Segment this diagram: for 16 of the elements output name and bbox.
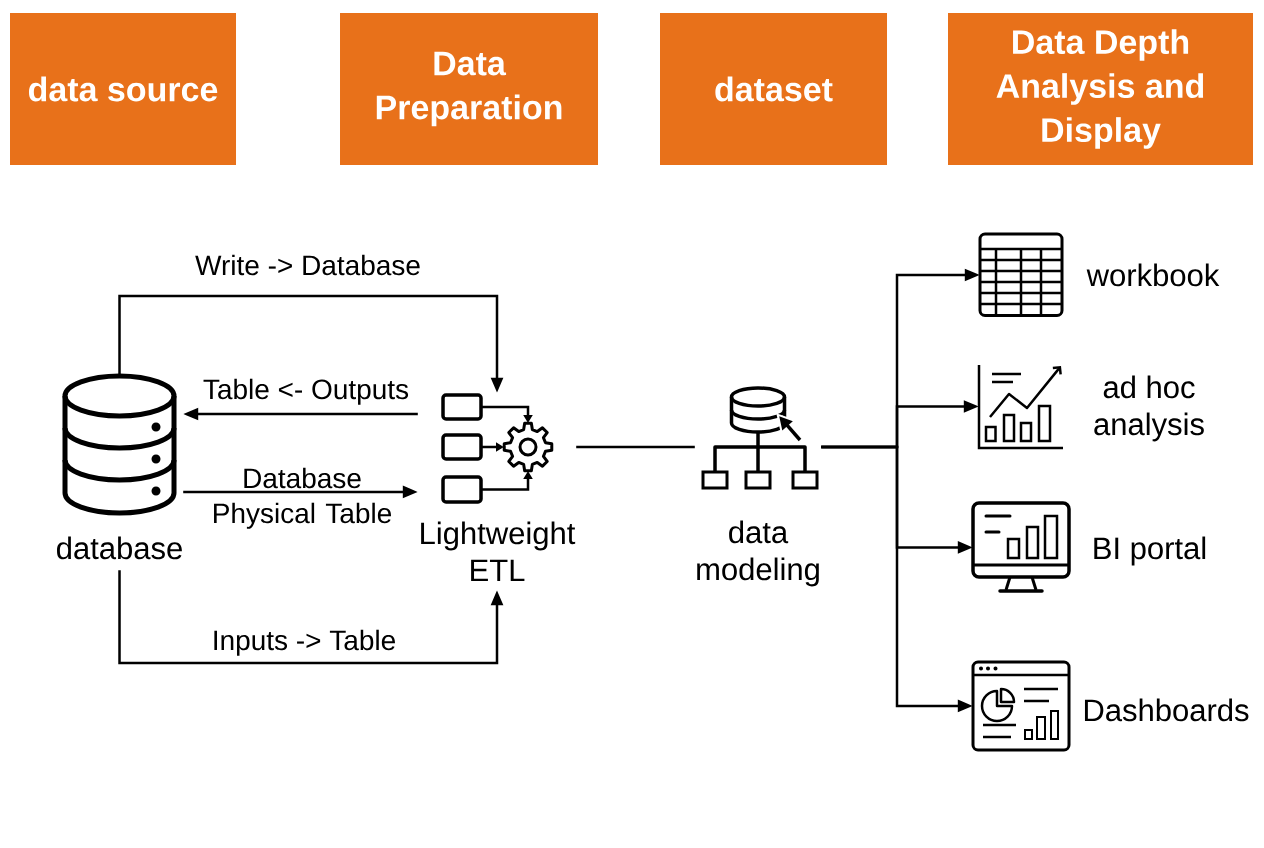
edge-label: Database Physical Table	[214, 467, 391, 529]
edge-label: Write -> Database	[194, 253, 422, 277]
node-label: data modeling	[697, 520, 819, 587]
node-label: ad hoc analysis	[1094, 375, 1204, 442]
edge-label: Table <- Outputs	[201, 377, 411, 406]
node-label: Dashboards	[1084, 698, 1249, 722]
node-label: database	[57, 536, 182, 560]
connector-line	[576, 445, 695, 449]
node-label: workbook	[1086, 263, 1220, 287]
edge-label: Inputs -> Table	[210, 628, 398, 657]
header-box: dataset	[660, 13, 887, 165]
header-box: Data Preparation	[340, 13, 598, 165]
header-box: Data Depth Analysis and Display	[948, 13, 1253, 165]
node-label: Lightweight ETL	[421, 521, 576, 581]
header-box: data source	[10, 13, 236, 165]
node-label: BI portal	[1094, 536, 1206, 566]
